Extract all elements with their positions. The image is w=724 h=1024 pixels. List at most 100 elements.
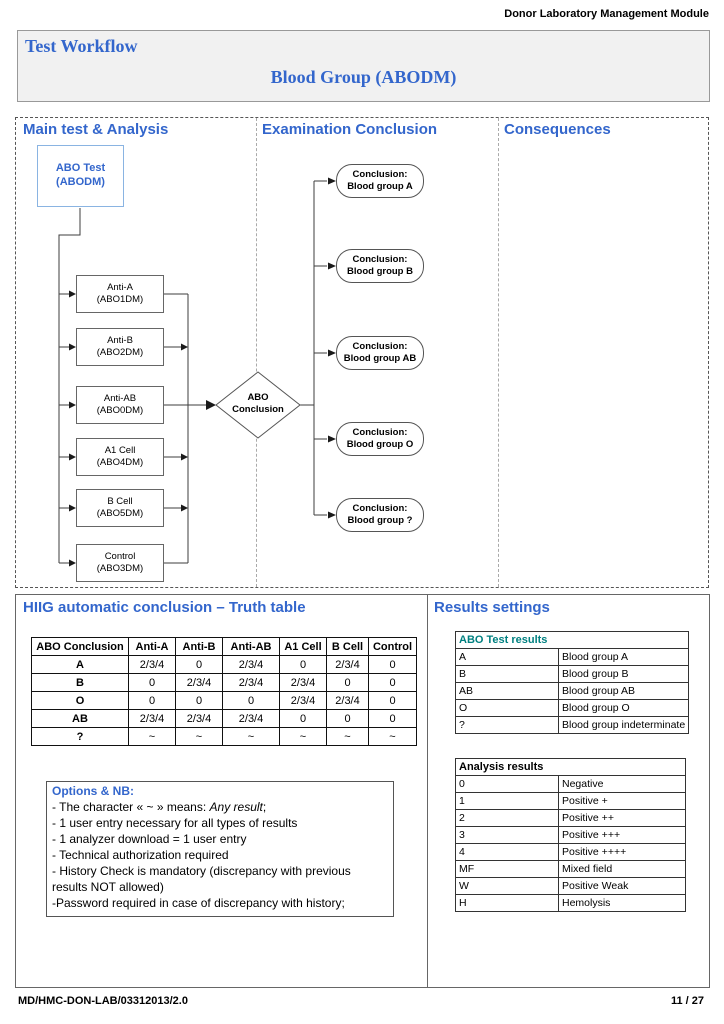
- column-divider: [498, 118, 499, 587]
- node-conclusion-o: Conclusion: Blood group O: [336, 422, 424, 456]
- table-cell: 0: [128, 673, 176, 692]
- node-label: Blood group B: [347, 266, 413, 277]
- title-banner: Test Workflow Blood Group (ABODM): [17, 30, 710, 102]
- page-subtitle: Blood Group (ABODM): [270, 67, 457, 87]
- node-anti-a: Anti-A (ABO1DM): [76, 275, 164, 313]
- table-cell: A: [31, 655, 129, 674]
- node-conclusion-unknown: Conclusion: Blood group ?: [336, 498, 424, 532]
- table-cell: Blood group indeterminate: [557, 716, 690, 734]
- options-line: - Technical authorization required: [52, 847, 229, 862]
- table-cell: 0: [368, 655, 417, 674]
- options-line: -Password required in case of discrepanc…: [52, 895, 345, 910]
- node-anti-ab: Anti-AB (ABO0DM): [76, 386, 164, 424]
- table-cell: 2/3/4: [128, 655, 176, 674]
- options-line: - 1 analyzer download = 1 user entry: [52, 831, 247, 846]
- node-label: Conclusion:: [352, 254, 408, 266]
- table-cell: Positive +: [558, 792, 686, 810]
- table-cell: 2/3/4: [326, 691, 369, 710]
- table-cell: AB: [31, 709, 129, 728]
- column-heading-consequences: Consequences: [504, 121, 611, 138]
- column-divider: [256, 118, 257, 587]
- column-header: Control: [368, 637, 417, 656]
- node-label: Blood group O: [346, 439, 414, 450]
- table-cell: 2/3/4: [222, 655, 280, 674]
- node-label: Blood group AB: [343, 353, 417, 364]
- options-line: - History Check is mandatory (discrepanc…: [52, 863, 351, 894]
- table-cell: B: [455, 665, 559, 683]
- table-cell: 2: [455, 809, 559, 827]
- table-cell: 0: [326, 673, 369, 692]
- column-header: Anti-B: [175, 637, 223, 656]
- column-header: Anti-AB: [222, 637, 280, 656]
- table-cell: 0: [175, 655, 223, 674]
- node-label: ABO Test: [55, 162, 106, 175]
- table-cell: Negative: [558, 775, 686, 793]
- node-conclusion-a: Conclusion: Blood group A: [336, 164, 424, 198]
- table-cell: 0: [455, 775, 559, 793]
- node-label: (ABO3DM): [96, 563, 144, 574]
- node-label: (ABO4DM): [96, 457, 144, 468]
- table-cell: ~: [279, 727, 327, 746]
- node-label: Conclusion:: [352, 503, 408, 515]
- node-anti-b: Anti-B (ABO2DM): [76, 328, 164, 366]
- table-cell: 2/3/4: [175, 673, 223, 692]
- table-cell: 0: [175, 691, 223, 710]
- table-cell: A: [455, 648, 559, 666]
- node-label: Conclusion:: [352, 427, 408, 439]
- table-cell: MF: [455, 860, 559, 878]
- table-cell: AB: [455, 682, 559, 700]
- table-cell: 2/3/4: [279, 691, 327, 710]
- table-cell: 0: [128, 691, 176, 710]
- node-label: Anti-A: [107, 282, 133, 294]
- node-conclusion-b: Conclusion: Blood group B: [336, 249, 424, 283]
- table-cell: 2/3/4: [222, 709, 280, 728]
- table-cell: Positive ++: [558, 809, 686, 827]
- table-cell: 2/3/4: [326, 655, 369, 674]
- table-cell: 2/3/4: [175, 709, 223, 728]
- node-label: Control: [104, 551, 136, 563]
- table-cell: 2/3/4: [279, 673, 327, 692]
- options-line: - 1 user entry necessary for all types o…: [52, 815, 298, 830]
- table-cell: 3: [455, 826, 559, 844]
- table-cell: 4: [455, 843, 559, 861]
- table-row: ?Blood group indeterminate: [455, 716, 690, 734]
- options-note-box: Options & NB: - The character « ~ » mean…: [46, 781, 394, 917]
- table-header-row: Analysis results: [455, 758, 686, 776]
- table-cell: 1: [455, 792, 559, 810]
- table-cell: 2/3/4: [128, 709, 176, 728]
- table-title-cell: ABO Test results: [454, 631, 690, 649]
- table-cell: 0: [326, 709, 369, 728]
- node-label: Conclusion: [232, 404, 284, 416]
- table-cell: 0: [279, 655, 327, 674]
- module-title: Donor Laboratory Management Module: [504, 8, 709, 20]
- table-row: ?~~~~~~: [31, 727, 417, 746]
- node-label: (ABO2DM): [96, 347, 144, 358]
- table-cell: Positive Weak: [558, 877, 686, 895]
- workflow-diagram: Main test & Analysis Examination Conclus…: [15, 117, 709, 588]
- table-cell: H: [455, 894, 559, 912]
- decision-label: ABO Conclusion: [216, 392, 300, 417]
- table-header-row: ABO Conclusion Anti-A Anti-B Anti-AB A1 …: [31, 637, 417, 656]
- node-a1-cell: A1 Cell (ABO4DM): [76, 438, 164, 476]
- column-header: B Cell: [326, 637, 369, 656]
- node-label: Conclusion:: [352, 341, 408, 353]
- node-label: (ABODM): [56, 176, 105, 188]
- column-header: ABO Conclusion: [31, 637, 129, 656]
- table-cell: ~: [128, 727, 176, 746]
- column-header: A1 Cell: [279, 637, 327, 656]
- node-label: (ABO1DM): [96, 294, 144, 305]
- node-label: Anti-B: [107, 335, 133, 347]
- page-title: Test Workflow: [25, 36, 138, 56]
- table-cell: Positive +++: [558, 826, 686, 844]
